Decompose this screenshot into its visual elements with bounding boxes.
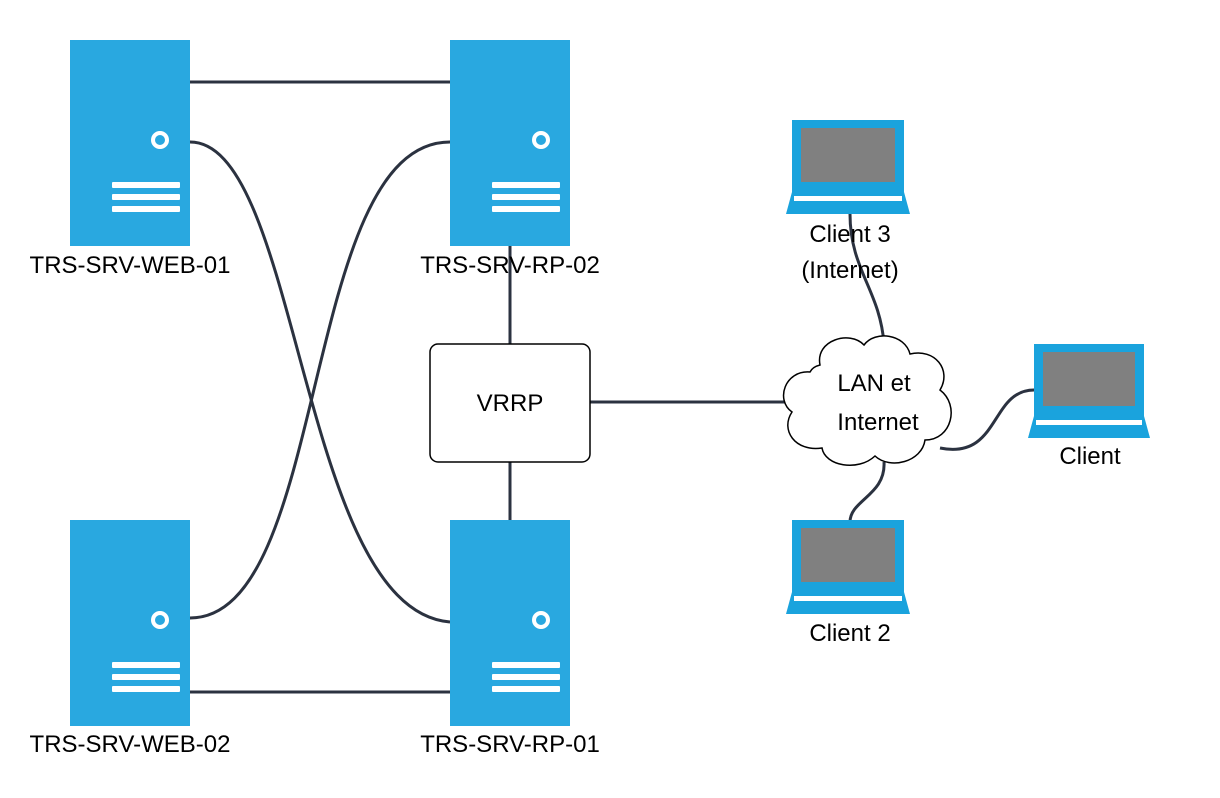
vrrp-node[interactable]: VRRP	[429, 343, 591, 463]
laptop-client-3[interactable]: Client 3 (Internet)	[786, 120, 910, 284]
connections	[189, 80, 1035, 694]
power-led	[151, 131, 169, 149]
vent-slot	[112, 206, 180, 212]
vent-slot	[492, 182, 560, 188]
link-web02-rp02	[189, 140, 451, 620]
server-rp-02[interactable]: TRS-SRV-RP-02	[420, 40, 600, 279]
link-cloud-client	[939, 388, 1035, 451]
server-label: TRS-SRV-WEB-01	[30, 252, 231, 279]
power-led	[151, 611, 169, 629]
server-label: TRS-SRV-WEB-02	[30, 731, 231, 758]
server-icon	[450, 520, 570, 726]
laptop-base-line	[794, 196, 902, 201]
server-chassis	[450, 40, 570, 246]
server-web-02[interactable]: TRS-SRV-WEB-02	[30, 520, 231, 758]
laptop-screen	[801, 528, 895, 582]
vrrp-box	[429, 343, 591, 463]
client-label: Client 2	[809, 620, 890, 647]
laptop-icon	[786, 520, 910, 614]
server-icon	[70, 520, 190, 726]
server-icon	[450, 40, 570, 246]
vent-slot	[112, 662, 180, 668]
laptop-screen	[801, 128, 895, 182]
laptop-icon	[1028, 344, 1150, 438]
laptop-base-line	[794, 596, 902, 601]
cloud-label-line1: LAN et	[837, 370, 911, 397]
vent-slot	[492, 206, 560, 212]
laptop-screen	[1043, 352, 1135, 406]
vent-slot	[492, 662, 560, 668]
power-led	[532, 611, 550, 629]
cloud-node[interactable]: LAN et Internet	[782, 335, 952, 466]
cloud-icon	[782, 335, 952, 466]
power-led	[532, 131, 550, 149]
server-web-01[interactable]: TRS-SRV-WEB-01	[30, 40, 231, 279]
laptop-base	[786, 192, 910, 214]
laptop-client[interactable]: Client	[1028, 344, 1150, 470]
laptop-base	[1028, 416, 1150, 438]
server-label: TRS-SRV-RP-02	[420, 252, 600, 279]
laptop-client-2[interactable]: Client 2	[786, 520, 910, 647]
client-label: Client	[1059, 443, 1121, 470]
vent-slot	[112, 182, 180, 188]
vent-slot	[492, 674, 560, 680]
client-label-line1: Client 3	[809, 221, 890, 248]
vent-slot	[492, 686, 560, 692]
server-chassis	[70, 40, 190, 246]
vent-slot	[112, 194, 180, 200]
laptop-base	[786, 592, 910, 614]
server-chassis	[450, 520, 570, 726]
link-cloud-client3	[848, 213, 886, 345]
client-label-line2: (Internet)	[801, 257, 898, 284]
laptop-base-line	[1036, 420, 1142, 425]
vent-slot	[492, 194, 560, 200]
server-label: TRS-SRV-RP-01	[420, 731, 600, 758]
link-web01-rp01	[189, 140, 451, 624]
server-rp-01[interactable]: TRS-SRV-RP-01	[420, 520, 600, 758]
vent-slot	[112, 686, 180, 692]
vrrp-label: VRRP	[477, 390, 544, 417]
server-icon	[70, 40, 190, 246]
link-cloud-client2	[848, 461, 886, 523]
server-chassis	[70, 520, 190, 726]
laptop-icon	[786, 120, 910, 214]
cloud-label-line2: Internet	[837, 409, 919, 436]
vent-slot	[112, 674, 180, 680]
